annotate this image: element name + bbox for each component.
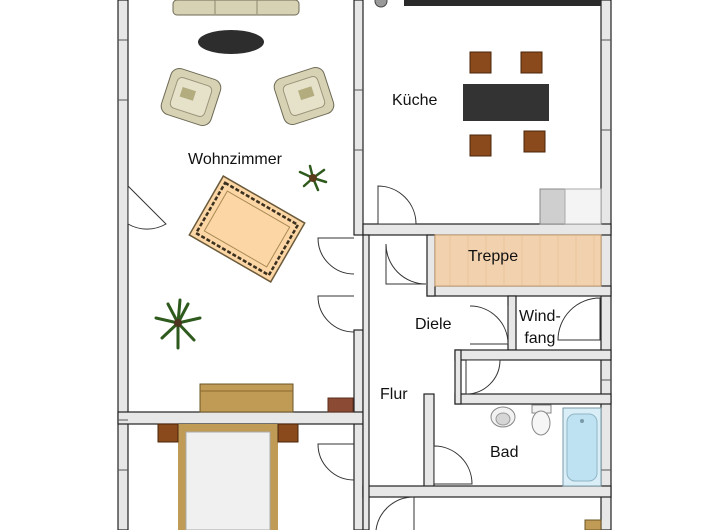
label-bad: Bad	[490, 444, 519, 461]
door-hall-stair	[385, 243, 427, 285]
door-bottom-room	[375, 496, 415, 530]
outer-wall-left	[117, 0, 129, 530]
wall-bad-bottom	[362, 485, 612, 498]
wall-living-hall	[353, 0, 364, 236]
door-bad	[433, 445, 473, 485]
kitchen-unit-white	[564, 188, 602, 225]
outer-wall-right	[600, 0, 612, 530]
label-treppe: Treppe	[468, 248, 519, 265]
doors	[127, 184, 601, 530]
chair-3	[469, 134, 492, 157]
bathtub	[562, 407, 602, 487]
wall-kitchen-bottom	[362, 223, 612, 236]
plant-bottom	[154, 298, 202, 350]
door-windfang	[557, 297, 601, 341]
label-flur: Flur	[380, 386, 408, 403]
wall-windfang-bottom	[454, 349, 612, 361]
wall-hall-left	[362, 234, 370, 530]
kitchen-appliance	[374, 0, 388, 8]
bottom-cabinet	[584, 519, 602, 530]
staircase	[434, 234, 602, 287]
walls	[117, 0, 612, 530]
label-windfang-line2: fang	[524, 330, 556, 347]
window-marks	[118, 39, 611, 471]
wall-windfang-left	[507, 295, 517, 351]
door-living-hall-1	[317, 237, 355, 275]
armchair-left	[160, 67, 222, 127]
wall-living-hall-lower	[353, 329, 364, 530]
door-storage	[465, 359, 501, 395]
chair-4	[523, 130, 546, 153]
label-kueche: Küche	[392, 92, 438, 109]
chair-2	[520, 51, 543, 74]
small-cabinet	[327, 397, 354, 413]
plant-top	[298, 164, 328, 192]
door-living-hall-2	[317, 295, 355, 333]
label-diele: Diele	[415, 316, 452, 333]
rug	[188, 175, 306, 283]
wall-stair-left	[426, 234, 436, 297]
sofa	[172, 0, 300, 16]
coffee-table	[198, 30, 264, 54]
label-windfang-line1: Wind-	[519, 308, 561, 325]
label-wohnzimmer: Wohnzimmer	[188, 151, 282, 168]
door-diele	[469, 305, 509, 345]
wall-living-bedroom	[117, 411, 364, 425]
sideboard	[199, 383, 294, 413]
door-kitchen	[377, 185, 417, 225]
wall-storage-bottom	[454, 393, 612, 405]
bed	[157, 423, 299, 530]
door-bedroom	[317, 443, 355, 481]
wall-stair-bottom	[426, 285, 612, 297]
chair-1	[469, 51, 492, 74]
wall-storage-left	[454, 349, 462, 405]
dining-table	[463, 84, 549, 121]
armchair-right	[273, 66, 335, 126]
door-living-left	[127, 184, 167, 230]
toilet	[531, 404, 552, 436]
kitchen-counter	[404, 0, 601, 6]
kitchen-unit-gray	[539, 188, 566, 225]
washbasin	[490, 406, 516, 428]
stair-steps	[449, 236, 595, 285]
label-windfang: Wind- fang	[519, 306, 561, 350]
wall-flur-right	[423, 393, 435, 489]
